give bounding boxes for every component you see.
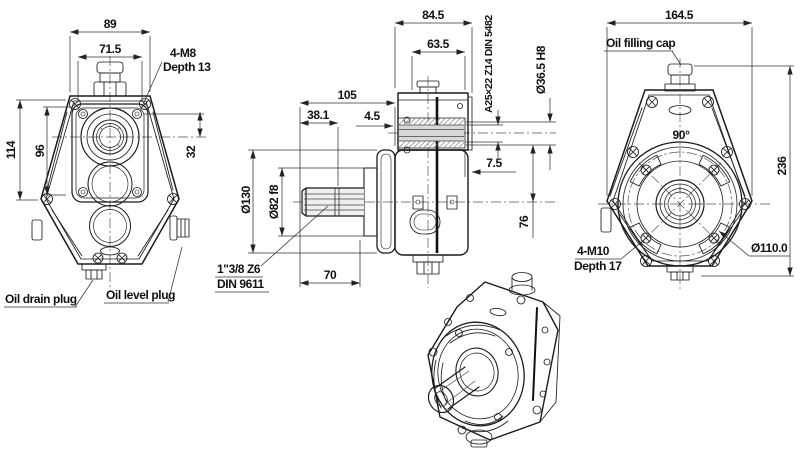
front-thread-note-line1: 4-M8 [170,46,196,60]
iso-shaft [427,366,480,414]
front-lower-bores [87,161,133,256]
side-output-flange [363,149,396,254]
front-housing-inner [45,100,175,260]
oil-drain-plug-label: Oil drain plug [5,292,77,306]
dim-4-5-label: 4.5 [364,109,380,123]
rear-bottom-plug [666,265,694,281]
dim-96-label: 96 [33,144,47,157]
front-input-bore [80,107,140,167]
pto-shaft [301,187,365,217]
dim-pilot-dia-label: Ø82 f8 [267,184,281,219]
rear-side-tab [600,207,612,233]
dim-flange-dia-label: Ø130 [239,185,253,213]
iso-housing-depth [532,301,561,423]
dim-7-5-label: 7.5 [486,156,502,170]
side-handle-cutout [409,209,441,235]
bore-dia-note: Ø36.5 H8 [534,45,548,94]
dim-114-label: 114 [4,140,18,159]
front-input-cap [93,61,127,97]
front-view: 89 71.5 4-M8 Depth 13 114 96 32 Oil drai… [4,17,212,308]
dim-90deg-label: 90° [673,128,691,142]
dim-110-label: Ø110.0 [751,241,788,255]
side-bottom-plug [412,254,444,275]
dim-32-label: 32 [184,145,198,158]
side-centerlines [293,76,556,288]
dim-70-label: 70 [324,268,337,282]
front-thread-note-line2: Depth 13 [163,60,211,74]
pto-shaft-note-line1: 1"3/8 Z6 [217,262,261,276]
oil-filling-cap-label: Oil filling cap [606,36,675,50]
front-side-tab [31,219,43,241]
front-bolt-holes-m8 [78,109,142,197]
side-cap [416,80,440,94]
side-clips [412,195,458,210]
front-housing-outline [40,95,180,265]
dim-71-5-label: 71.5 [99,42,121,56]
front-oil-level-plug [169,215,190,241]
pto-shaft-note-line2: DIN 9611 [217,277,265,291]
iso-view [427,272,561,448]
dim-84-5-label: 84.5 [422,8,444,22]
iso-bottom-foot [465,429,493,448]
side-bearing-bore [397,117,466,149]
side-dimensions: 84.5 63.5 105 38.1 4.5 A25×22 Z14 DIN 54… [215,8,556,293]
oil-level-plug-label: Oil level plug [106,288,175,302]
spline-bore-note: A25×22 Z14 DIN 5482 [483,15,495,113]
side-view: 84.5 63.5 105 38.1 4.5 A25×22 Z14 DIN 54… [215,8,556,293]
side-housing [394,92,473,256]
rear-centerlines [598,58,770,292]
dim-89-label: 89 [104,17,117,31]
front-oil-drain-plug [81,263,107,280]
iso-oil-cap [508,272,536,296]
dim-236-label: 236 [775,156,789,176]
rear-thread-note-line2: Depth 17 [574,259,622,273]
dim-38-1-label: 38.1 [307,108,329,122]
front-centerlines [52,56,206,292]
rear-housing-inner [609,94,747,262]
dim-76-label: 76 [517,215,531,228]
rear-cover-screws [609,96,751,267]
dim-105-label: 105 [338,88,358,102]
iso-flange [431,321,525,433]
iso-housing [427,281,559,441]
rear-dimensions: 164.5 Oil filling cap 90° 236 4-M10 Dept… [574,8,794,277]
front-dimensions: 89 71.5 4-M8 Depth 13 114 96 32 Oil drai… [4,17,212,308]
iso-cover-details [428,294,542,435]
rear-view: 164.5 Oil filling cap 90° 236 4-M10 Dept… [574,8,794,292]
rear-m10-holes [640,164,720,244]
dim-63-5-label: 63.5 [427,37,449,51]
rear-thread-note-line1: 4-M10 [577,244,610,258]
dim-164-5-label: 164.5 [665,8,694,22]
